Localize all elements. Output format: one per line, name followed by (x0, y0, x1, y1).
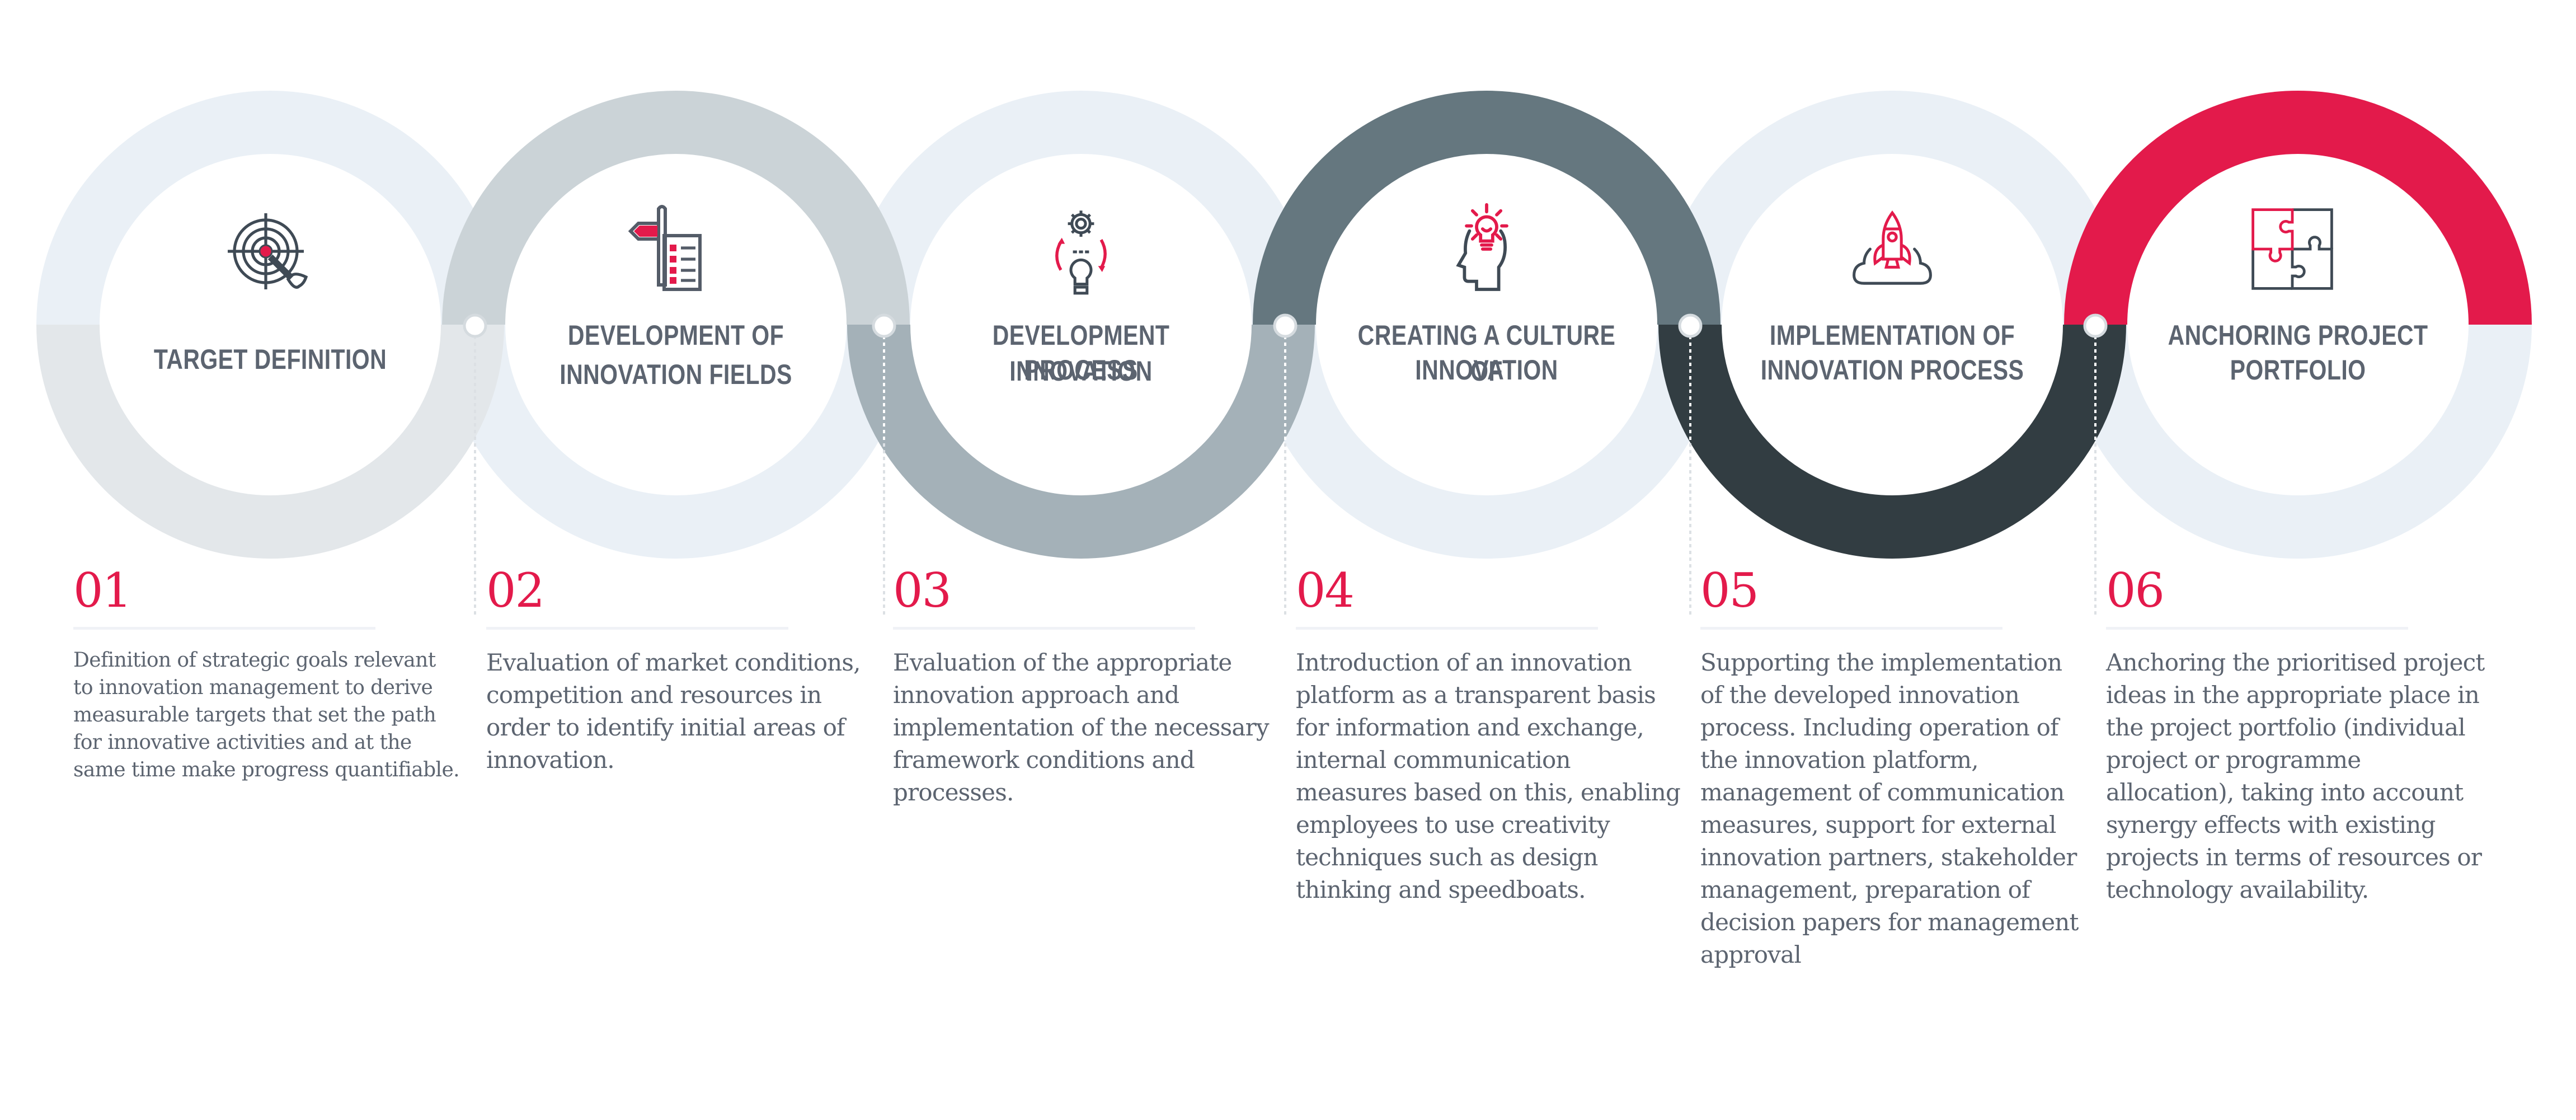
step-5-description: Supporting the implementation of the dev… (1700, 649, 2079, 968)
step-6-title-line-2: PORTFOLIO (2230, 354, 2366, 386)
junction-dot-4 (1678, 313, 1703, 338)
step-2-divider (486, 627, 788, 630)
step-1-number: 01 (73, 563, 132, 618)
step-1-divider (73, 627, 375, 630)
step-4-title-line-1: CREATING A CULTURE OF (1357, 320, 1616, 387)
step-5-divider (1700, 627, 2002, 630)
puzzle-icon (2251, 208, 2333, 290)
step-6-description: Anchoring the prioritised project ideas … (2106, 649, 2485, 903)
step-2-number: 02 (486, 563, 545, 618)
step-4-divider (1296, 627, 1598, 630)
step-6-title-line-1: ANCHORING PROJECT (2168, 320, 2428, 351)
ring-2-bottom (442, 324, 910, 559)
ring-1-bottom (36, 324, 504, 559)
step-3-title-line-1: DEVELOPMENT INNOVATION (992, 320, 1170, 387)
junction-dot-1 (463, 313, 487, 338)
target-dart-icon (228, 213, 308, 289)
step-4-number: 04 (1296, 563, 1355, 618)
ring-2-top (442, 91, 910, 325)
step-5-number: 05 (1700, 563, 1759, 618)
step-5-title-line-2: INNOVATION PROCESS (1760, 354, 2024, 386)
ring-chain (36, 91, 2532, 616)
ring-6-bottom (2064, 324, 2532, 559)
step-2-title-line-2: INNOVATION FIELDS (560, 359, 792, 390)
step-6-number: 06 (2106, 563, 2165, 618)
ring-1-top (36, 91, 504, 325)
step-3-description: Evaluation of the appropriate innovation… (893, 649, 1270, 806)
rocket-cloud-icon (1853, 210, 1932, 285)
ring-5-bottom (1658, 324, 2126, 559)
ring-6-top (2064, 91, 2532, 325)
step-1-title: TARGET DEFINITION (153, 344, 387, 375)
ring-3-top (847, 91, 1315, 325)
step-2-title-line-1: DEVELOPMENT OF (567, 320, 784, 351)
step-5-title-line-1: IMPLEMENTATION OF (1769, 320, 2015, 351)
step-4-title-line-2: INNOVATION (1415, 354, 1558, 386)
junction-dot-5 (2083, 313, 2108, 338)
step-2-description: Evaluation of market conditions, competi… (486, 649, 861, 774)
step-6-divider (2106, 627, 2408, 630)
ring-4-bottom (1253, 324, 1721, 559)
head-lightbulb-icon (1456, 203, 1508, 291)
signpost-checklist-icon (628, 205, 702, 291)
step-3-title-line-2: PROCESS (1024, 354, 1138, 386)
step-3-number: 03 (893, 563, 952, 618)
gear-lightbulb-cycle-icon (1055, 210, 1107, 295)
ring-5-top (1658, 91, 2126, 325)
ring-4-top (1253, 91, 1721, 325)
step-3-divider (893, 627, 1195, 630)
junction-dot-3 (1273, 313, 1298, 338)
step-1-description: Definition of strategic goals relevant t… (73, 649, 460, 781)
junction-dot-2 (872, 313, 896, 338)
ring-3-bottom (847, 324, 1315, 559)
step-4-description: Introduction of an innovation platform a… (1296, 649, 1681, 903)
